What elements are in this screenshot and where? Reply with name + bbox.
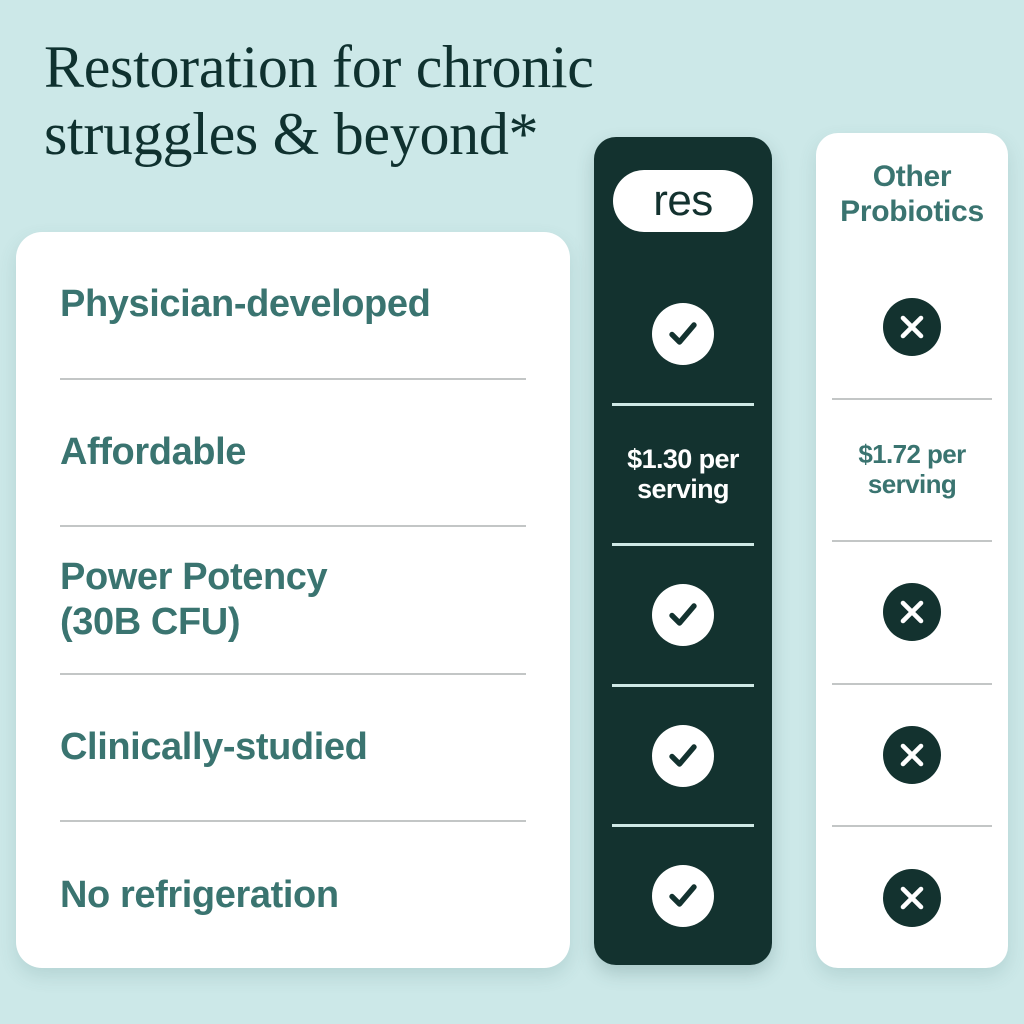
x-icon: [883, 583, 941, 642]
x-icon: [883, 868, 941, 927]
res-logo-badge: res: [613, 170, 753, 232]
page-title: Restoration for chronic struggles & beyo…: [44, 34, 684, 168]
res-price: $1.30 per serving: [627, 444, 739, 506]
res-cell-price: $1.30 per serving: [612, 406, 754, 547]
feature-row: Power Potency (30B CFU): [60, 527, 526, 675]
feature-row: Clinically-studied: [60, 675, 526, 823]
column-other-header: Other Probiotics: [832, 133, 992, 257]
feature-label: Affordable: [60, 430, 247, 473]
column-other-probiotics: Other Probiotics $1.72 per serving: [816, 133, 1008, 968]
feature-row: Affordable: [60, 380, 526, 528]
other-cell-no-refrigeration: [832, 827, 992, 968]
other-price: $1.72 per serving: [858, 439, 966, 499]
res-price-line-2: serving: [637, 474, 729, 505]
feature-row: Physician-developed: [60, 232, 526, 380]
other-title-line-2: Probiotics: [840, 195, 984, 228]
check-icon: [652, 302, 714, 365]
feature-label: Power Potency (30B CFU): [60, 556, 328, 643]
feature-label: Physician-developed: [60, 283, 431, 326]
page-title-line-1: Restoration for chronic: [44, 34, 594, 100]
other-cell-physician-developed: [832, 257, 992, 400]
feature-label: No refrigeration: [60, 873, 339, 916]
other-price-line-1: $1.72 per: [858, 439, 966, 470]
res-cell-physician-developed: [612, 265, 754, 406]
x-icon: [883, 298, 941, 357]
other-cell-power-potency: [832, 542, 992, 685]
other-cell-clinically-studied: [832, 685, 992, 828]
res-cell-no-refrigeration: [612, 827, 754, 965]
check-icon: [652, 724, 714, 787]
other-cell-price: $1.72 per serving: [832, 400, 992, 543]
res-cell-clinically-studied: [612, 687, 754, 828]
x-icon: [883, 726, 941, 785]
page-title-line-2: struggles & beyond*: [44, 101, 539, 168]
other-probiotics-title: Other Probiotics: [840, 160, 984, 230]
feature-label: Clinically-studied: [60, 726, 368, 769]
other-price-line-2: serving: [867, 468, 957, 499]
res-price-line-1: $1.30 per: [627, 443, 739, 474]
column-res: res $1.30 per serving: [594, 137, 772, 965]
res-cell-power-potency: [612, 546, 754, 687]
other-title-line-1: Other: [872, 160, 952, 194]
feature-row: No refrigeration: [60, 822, 526, 968]
check-icon: [652, 865, 714, 928]
feature-list-card: Physician-developed Affordable Power Pot…: [16, 232, 570, 968]
check-icon: [652, 583, 714, 646]
column-res-header: res: [612, 137, 754, 265]
